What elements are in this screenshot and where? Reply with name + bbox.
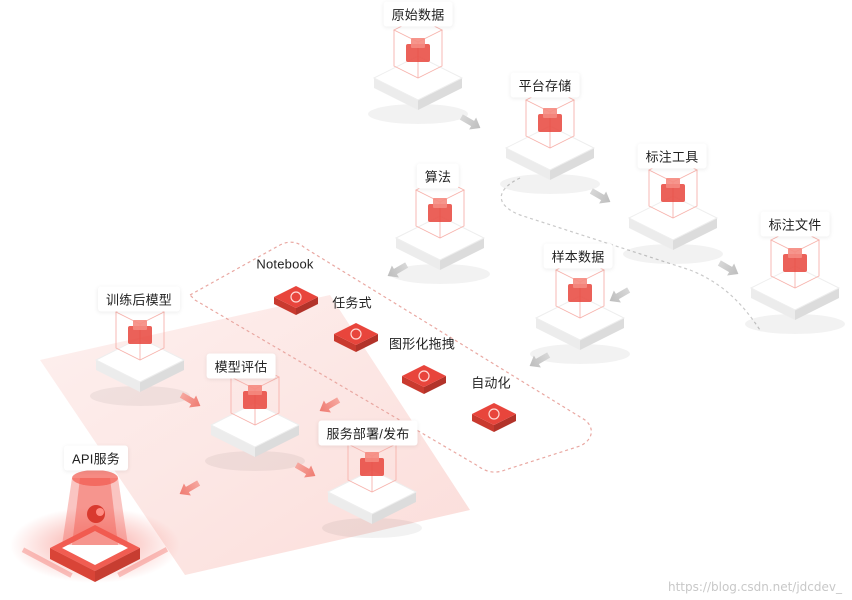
platform-labeling-tool (623, 157, 723, 264)
module-glyph-icon (661, 178, 685, 202)
tile-glyph-icon (488, 408, 500, 420)
watermark: https://blog.csdn.net/jdcdev_ (667, 580, 842, 594)
tile-glyph-icon (290, 291, 302, 303)
node-label-notebook: Notebook (256, 256, 314, 272)
module-glyph-icon (568, 278, 592, 302)
platform-platform-storage (500, 87, 600, 194)
tile-glyph-icon (418, 370, 430, 382)
platform-service-deploy (322, 431, 422, 538)
node-label-trained-model: 训练后模型 (97, 286, 181, 312)
training-modes-dashed-frame (189, 241, 592, 473)
node-label-model-eval: 模型评估 (206, 353, 276, 379)
node-label-raw-data: 原始数据 (383, 1, 453, 27)
platform-trained-model (90, 299, 190, 406)
node-label-task-mode: 任务式 (332, 295, 372, 311)
tile-task-mode (334, 323, 378, 352)
module-glyph-icon (406, 38, 430, 62)
node-label-platform-storage: 平台存储 (510, 72, 580, 98)
arrow-to-api (179, 480, 201, 496)
arrow-algorithm-to-notebook (387, 262, 409, 278)
platform-label-files (745, 227, 845, 334)
platform-raw-data (368, 17, 468, 124)
arrow-deploy-up (319, 397, 341, 413)
module-glyph-icon (243, 385, 267, 409)
arrow-eval-to-deploy (294, 462, 316, 478)
node-label-sample-data: 样本数据 (543, 243, 613, 269)
node-label-labeling-tool: 标注工具 (637, 143, 707, 169)
arrow-raw-to-storage (459, 114, 481, 130)
api-service-emitter (10, 470, 180, 583)
tile-notebook (274, 286, 318, 315)
node-label-automation: 自动化 (471, 375, 511, 391)
node-label-graphical-drag: 图形化拖拽 (388, 336, 456, 352)
module-glyph-icon (783, 248, 807, 272)
arrow-labeling-to-files (717, 260, 739, 276)
arrow-trained-to-eval (179, 392, 201, 408)
module-glyph-icon (428, 198, 452, 222)
node-label-label-files: 标注文件 (760, 211, 830, 237)
arrow-storage-to-labeling (589, 188, 611, 204)
module-glyph-icon (538, 108, 562, 132)
arrow-sample-to-automation (609, 287, 631, 303)
node-label-api-service: API服务 (64, 445, 128, 471)
node-label-service-deploy: 服务部署/发布 (318, 420, 418, 446)
arrow-automation-band (529, 352, 551, 368)
platform-model-eval (205, 364, 305, 471)
node-label-algorithm: 算法 (416, 163, 460, 189)
platform-sample-data (530, 257, 630, 364)
module-glyph-icon (360, 452, 384, 476)
tile-glyph-icon (350, 328, 362, 340)
platform-algorithm (390, 177, 490, 284)
module-glyph-icon (128, 320, 152, 344)
tile-graphical-drag (402, 365, 446, 394)
tile-automation (472, 403, 516, 432)
